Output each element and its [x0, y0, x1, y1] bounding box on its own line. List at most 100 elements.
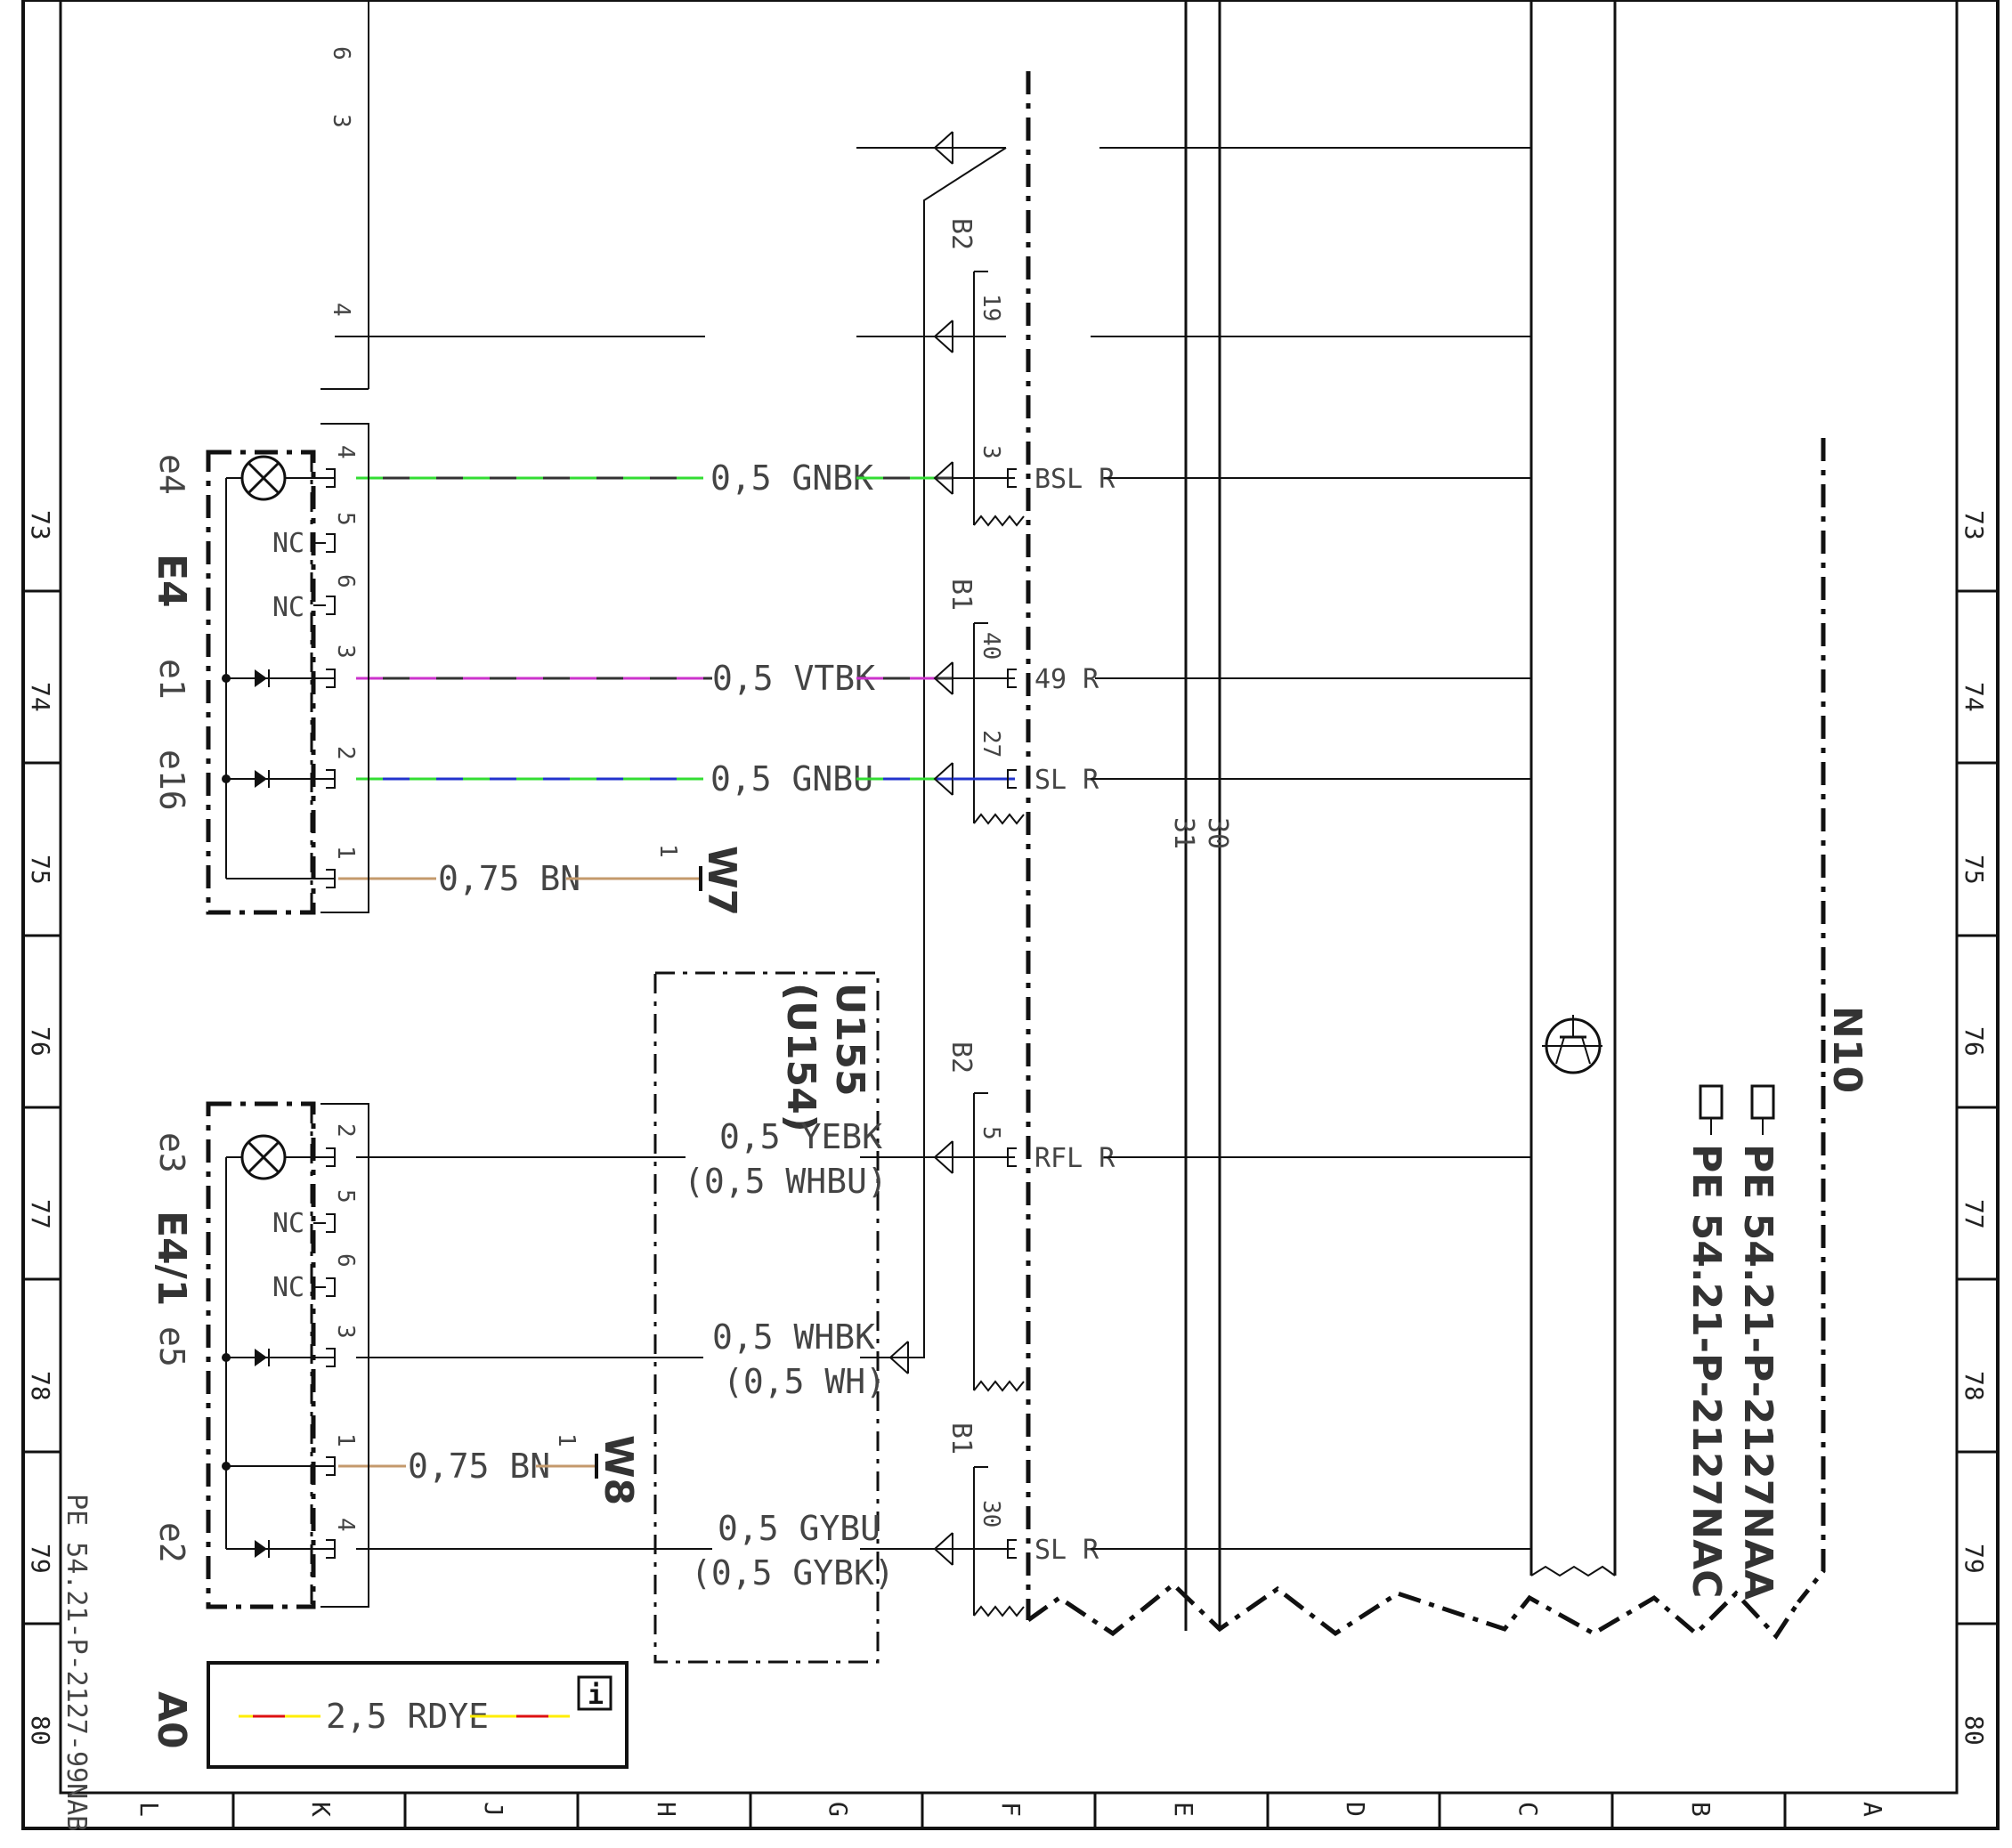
pin-label: 5 — [332, 1189, 359, 1204]
row-label: 76 — [26, 1026, 55, 1057]
row-label: 78 — [1959, 1371, 1989, 1401]
pin-label: 3 — [332, 1325, 359, 1339]
nc-label: NC — [272, 1272, 304, 1303]
part-label: e5 — [152, 1326, 191, 1367]
wire-label: 0,5 WHBK — [712, 1317, 875, 1357]
wire-label: 0,5 YEBK — [719, 1117, 882, 1156]
reference-link[interactable]: PE 54.21-P-2127NAA — [1735, 1144, 1781, 1600]
part-label: e3 — [152, 1132, 191, 1173]
led-icon — [255, 1540, 267, 1558]
component-e4-1: NC NC 2 5 6 3 1 4 e3 E4/1 e5 e2 — [149, 1101, 369, 1609]
connector-label-b2: B2 — [945, 218, 977, 250]
wire-yebk: 0,5 YEBK (0,5 WHBU) 5 RFL R — [356, 1117, 1531, 1201]
pin-label: 3 — [328, 114, 354, 128]
component-w8: W8 — [596, 1435, 641, 1505]
pin-label: 6 — [332, 1253, 359, 1268]
row-label: 73 — [26, 510, 55, 540]
part-label: e2 — [152, 1522, 191, 1563]
row-label: 75 — [1959, 855, 1989, 885]
row-label: 77 — [1959, 1199, 1989, 1229]
led-icon — [255, 669, 267, 687]
row-label: 80 — [26, 1715, 55, 1746]
nc-label: NC — [272, 592, 304, 623]
column-label: E — [1169, 1802, 1198, 1817]
wire-label: 0,75 BN — [438, 859, 580, 898]
row-labels-right: 73 74 75 76 77 78 79 80 — [1959, 510, 1989, 1746]
nc-label: NC — [272, 1208, 304, 1239]
pin-label: 5 — [978, 1126, 1004, 1140]
n10-name: N10 — [1824, 1006, 1870, 1093]
row-label: 74 — [26, 682, 55, 712]
nc-label: NC — [272, 528, 304, 559]
u155-name: U155 — [827, 983, 872, 1097]
component-u155: U155 (U154) — [653, 971, 880, 1664]
wire-gnbk: 0,5 GNBK 3 BSL R — [356, 445, 1531, 498]
component-e4: NC NC 4 5 6 3 2 1 e4 E4 e1 e16 — [149, 423, 369, 915]
signal-label: 49 R — [1034, 664, 1099, 695]
pin-label: 2 — [332, 746, 359, 760]
pin-label: 1 — [553, 1433, 580, 1447]
signal-label: RFL R — [1034, 1143, 1116, 1174]
row-labels-left: 73 74 75 76 77 78 79 80 — [26, 510, 55, 1746]
wire-label-alt: (0,5 WH) — [723, 1362, 886, 1401]
pin-label: 3 — [978, 445, 1004, 459]
line-31-label: 31 — [1168, 817, 1199, 849]
line-30-label: 30 — [1202, 817, 1233, 849]
arrow-icon — [888, 1341, 909, 1374]
wire-label: 0,5 GYBU — [718, 1509, 880, 1548]
led-icon — [255, 1349, 267, 1366]
pin-label: 6 — [332, 574, 359, 588]
column-label: B — [1686, 1802, 1716, 1817]
column-label: C — [1513, 1802, 1543, 1817]
led-icon — [255, 770, 267, 788]
component-name: E4/1 — [149, 1211, 194, 1306]
pin-label: 40 — [978, 632, 1004, 660]
pin-label: 27 — [978, 730, 1004, 758]
row-label: 80 — [1959, 1715, 1989, 1746]
reference-link[interactable]: PE 54.21-P-2127NAC — [1683, 1144, 1729, 1598]
row-label: 76 — [1959, 1026, 1989, 1057]
pin-label: 4 — [332, 445, 359, 459]
pin-label: 5 — [332, 512, 359, 526]
pin-label: 6 — [328, 46, 354, 61]
reference-hand-icon — [1699, 1084, 1724, 1135]
reference-hand-icon — [1750, 1084, 1775, 1135]
wire-bn-w8: 0,75 BN 1 W8 — [338, 1433, 641, 1505]
column-label: G — [823, 1802, 853, 1817]
pin-label: 3 — [332, 644, 359, 659]
wire-label-alt: (0,5 GYBK) — [691, 1553, 895, 1593]
row-label: 73 — [1959, 510, 1989, 540]
arrow-icon — [933, 131, 953, 165]
wire-label: 0,5 GNBK — [710, 458, 873, 498]
page-code: PE 54.21-P-2127-99NAB — [61, 1494, 92, 1831]
column-label: J — [479, 1802, 508, 1817]
row-label: 78 — [26, 1371, 55, 1401]
row-label: 75 — [26, 855, 55, 885]
part-label: e1 — [152, 659, 191, 700]
column-label: A — [1858, 1802, 1887, 1817]
component-w7: W7 — [699, 846, 744, 916]
pin-label: 2 — [332, 1123, 359, 1138]
top-connector: 6 3 4 — [320, 0, 705, 390]
wire-label: 0,75 BN — [408, 1447, 550, 1486]
pin-label: 1 — [654, 844, 681, 858]
component-n10: 31 30 N10 PE 54.21-P-2127NAA PE 54.21-P-… — [1026, 0, 1870, 1641]
row-label: 79 — [26, 1544, 55, 1574]
column-label: H — [652, 1802, 681, 1817]
title-box: 2,5 RDYE i A0 — [149, 1661, 629, 1769]
pin-label: 30 — [978, 1500, 1004, 1528]
pin-label: 1 — [332, 1433, 359, 1447]
connector-label-b2: B2 — [945, 1042, 977, 1074]
pin-label: 4 — [332, 1518, 359, 1532]
signal-label: SL R — [1034, 765, 1099, 796]
arrow-icon — [933, 320, 953, 353]
signal-label: SL R — [1034, 1535, 1099, 1566]
wire-label: 0,5 GNBU — [710, 759, 873, 798]
wire-bn-w7: 0,75 BN 1 W7 — [338, 844, 744, 916]
pin-label: 19 — [978, 294, 1004, 321]
info-icon[interactable] — [577, 1675, 613, 1711]
column-label: K — [306, 1802, 336, 1817]
wire-vtbk: 0,5 VTBK 40 49 R — [356, 632, 1531, 698]
svg-text:i: i — [588, 1680, 604, 1711]
